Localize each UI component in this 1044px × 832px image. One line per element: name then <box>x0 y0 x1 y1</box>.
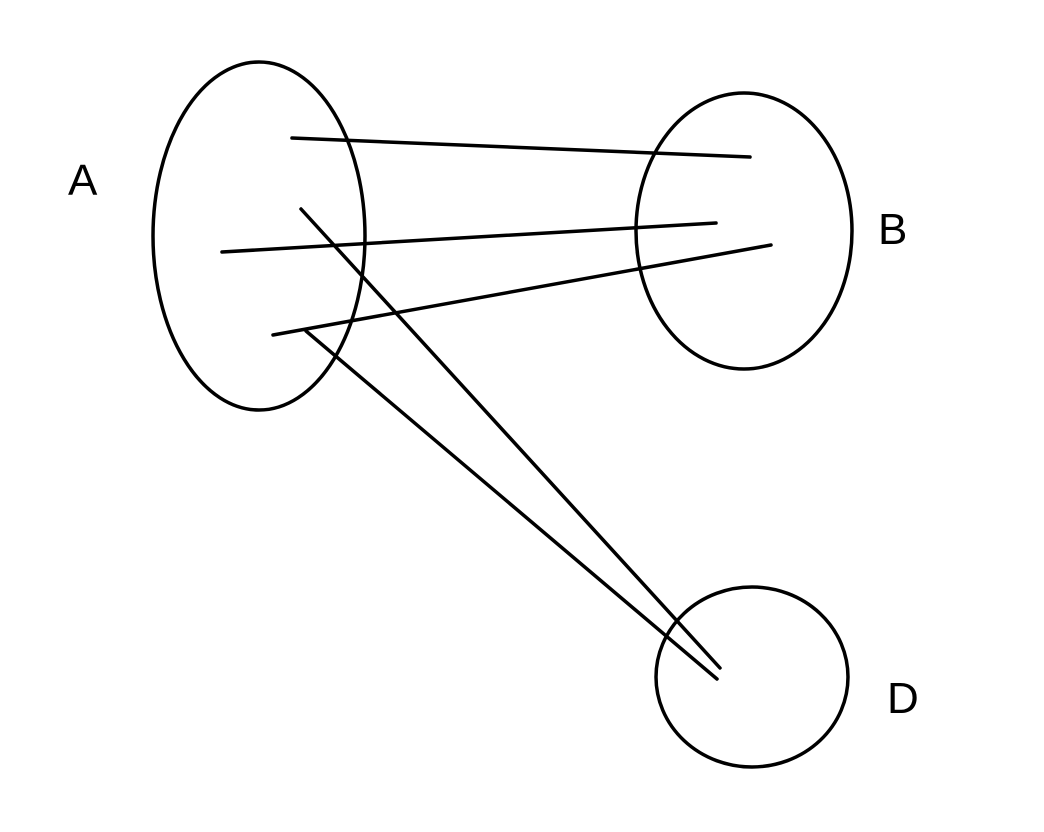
set-b-ellipse <box>634 91 854 371</box>
set-b-label: B <box>878 205 907 254</box>
set-a-ellipse <box>151 60 367 412</box>
mapping-line-a-to-b <box>290 136 752 159</box>
mapping-line-a-to-b <box>271 243 773 337</box>
set-d-ellipse <box>654 585 850 769</box>
mapping-lines <box>220 136 773 681</box>
mapping-line-a-to-d <box>299 207 722 670</box>
set-a-label: A <box>68 156 98 205</box>
set-d-label: D <box>887 674 919 723</box>
mapping-line-a-to-b <box>220 221 718 254</box>
mapping-line-a-to-d <box>304 329 719 681</box>
